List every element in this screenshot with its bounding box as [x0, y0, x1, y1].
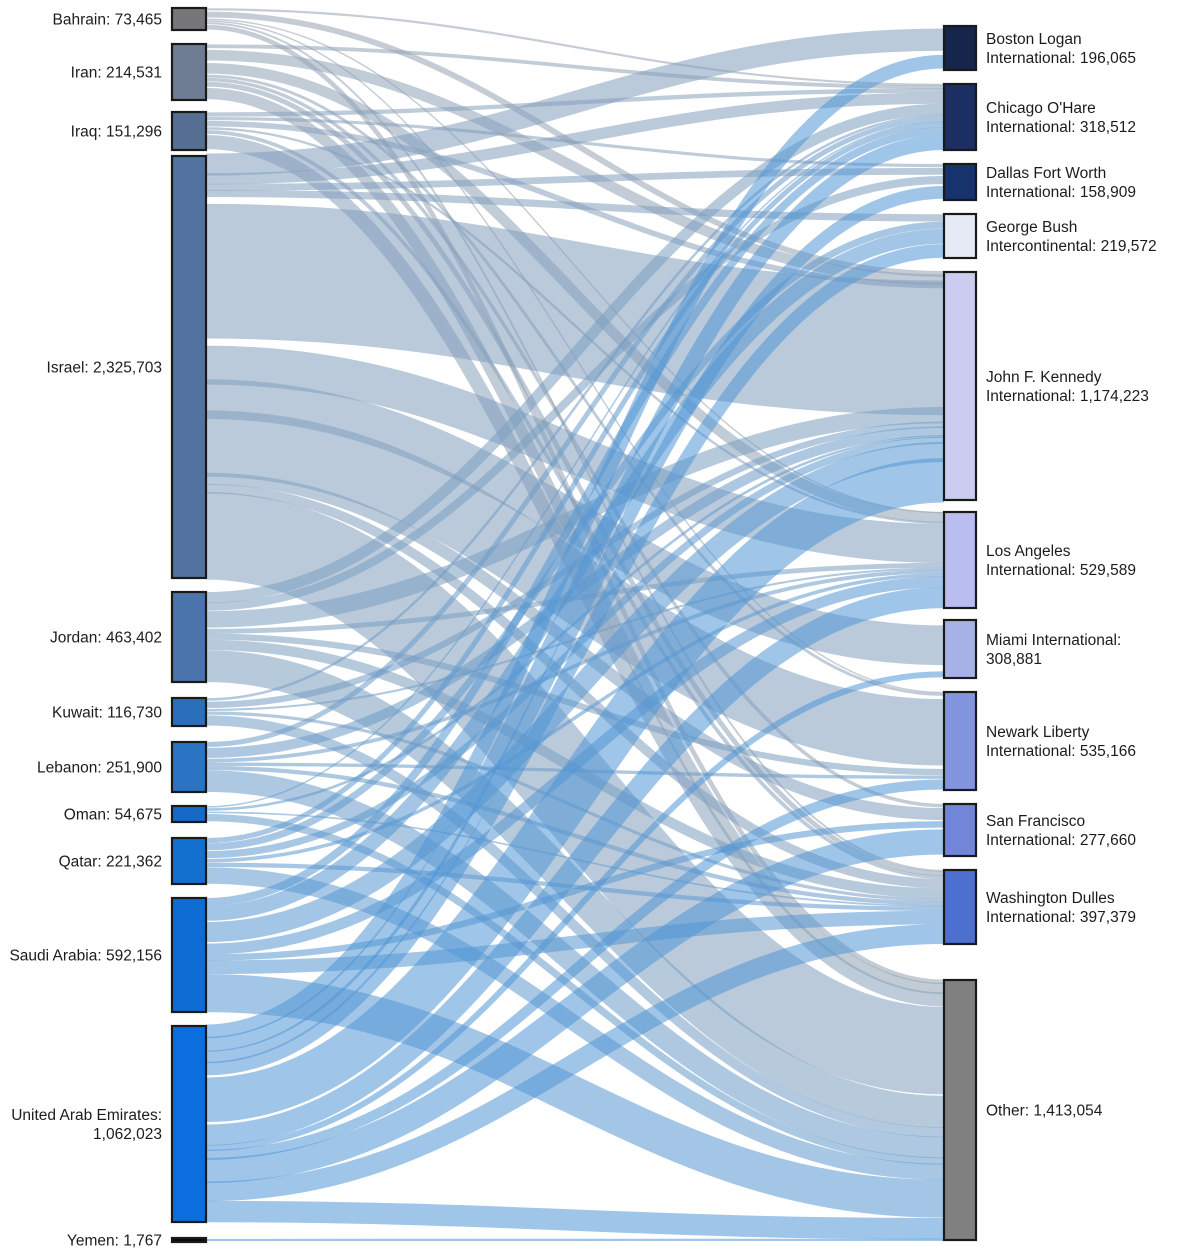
sankey-link[interactable] [205, 779, 945, 1160]
sankey-link[interactable] [205, 671, 945, 1151]
sankey-node-saudi_arabia[interactable] [170, 896, 208, 1014]
sankey-link[interactable] [205, 114, 945, 701]
sankey-node-iah[interactable] [942, 212, 978, 260]
sankey-link[interactable] [205, 586, 945, 1146]
sankey-link[interactable] [205, 203, 945, 416]
sankey-link[interactable] [205, 924, 945, 1202]
sankey-link[interactable] [205, 127, 945, 906]
nodes-layer [170, 6, 978, 1244]
sankey-link[interactable] [205, 28, 945, 176]
sankey-link[interactable] [205, 573, 945, 863]
sankey-link[interactable] [205, 122, 945, 844]
sankey-link[interactable] [205, 189, 945, 222]
sankey-link[interactable] [205, 134, 945, 1052]
node-label-saudi_arabia: Saudi Arabia: 592,156 [9, 948, 162, 965]
sankey-node-oman[interactable] [170, 804, 208, 824]
node-label-uae: United Arab Emirates:1,062,023 [11, 1107, 162, 1143]
sankey-node-bos[interactable] [942, 24, 978, 72]
sankey-link[interactable] [205, 54, 945, 1039]
node-label-iraq: Iraq: 151,296 [71, 124, 162, 141]
sankey-link[interactable] [205, 867, 945, 1180]
node-label-iran: Iran: 214,531 [71, 65, 162, 82]
sankey-link[interactable] [205, 715, 945, 1138]
sankey-node-lebanon[interactable] [170, 740, 208, 794]
sankey-node-uae[interactable] [170, 1024, 208, 1224]
node-label-qatar: Qatar: 221,362 [59, 854, 162, 871]
sankey-link[interactable] [205, 821, 945, 961]
sankey-link[interactable] [205, 567, 945, 712]
node-label-other: Other: 1,413,054 [986, 1103, 1103, 1120]
sankey-node-iad[interactable] [942, 868, 978, 946]
sankey-link[interactable] [205, 116, 945, 748]
sankey-node-bahrain[interactable] [170, 6, 208, 32]
sankey-node-kuwait[interactable] [170, 696, 208, 728]
sankey-node-ewr[interactable] [942, 690, 978, 792]
sankey-link[interactable] [205, 829, 945, 1184]
sankey-link[interactable] [205, 910, 945, 975]
sankey-link[interactable] [205, 228, 945, 921]
node-label-israel: Israel: 2,325,703 [47, 360, 162, 377]
node-label-bahrain: Bahrain: 73,465 [53, 12, 162, 29]
sankey-node-israel[interactable] [170, 154, 208, 580]
sankey-node-lax[interactable] [942, 510, 978, 610]
sankey-node-iraq[interactable] [170, 110, 208, 152]
node-label-mia: Miami International:308,881 [986, 632, 1121, 668]
sankey-node-jfk[interactable] [942, 270, 978, 502]
sankey-node-jordan[interactable] [170, 590, 208, 684]
sankey-node-other[interactable] [942, 978, 978, 1242]
sankey-node-mia[interactable] [942, 618, 978, 680]
node-label-kuwait: Kuwait: 116,730 [52, 705, 162, 722]
node-label-jordan: Jordan: 463,402 [50, 630, 162, 647]
sankey-node-iran[interactable] [170, 42, 208, 102]
sankey-link[interactable] [205, 44, 945, 90]
sankey-link[interactable] [205, 176, 945, 611]
sankey-link[interactable] [205, 441, 945, 943]
node-label-oman: Oman: 54,675 [64, 807, 162, 824]
sankey-link[interactable] [205, 121, 945, 808]
sankey-link[interactable] [205, 458, 945, 1123]
sankey-link[interactable] [205, 186, 945, 1064]
sankey-node-yemen[interactable] [170, 1236, 208, 1244]
links-layer [204, 8, 946, 1242]
sankey-link[interactable] [205, 92, 945, 185]
sankey-node-ord[interactable] [942, 82, 978, 152]
sankey-link[interactable] [205, 765, 945, 906]
node-label-lebanon: Lebanon: 251,900 [37, 760, 162, 777]
sankey-link[interactable] [205, 103, 945, 604]
sankey-node-qatar[interactable] [170, 836, 208, 886]
sankey-link[interactable] [205, 8, 945, 86]
sankey-link[interactable] [205, 1200, 945, 1240]
node-label-yemen: Yemen: 1,767 [67, 1233, 162, 1250]
sankey-node-dfw[interactable] [942, 162, 978, 202]
sankey-link[interactable] [205, 814, 945, 1165]
sankey-node-sfo[interactable] [942, 802, 978, 858]
sankey-link[interactable] [205, 244, 945, 1076]
